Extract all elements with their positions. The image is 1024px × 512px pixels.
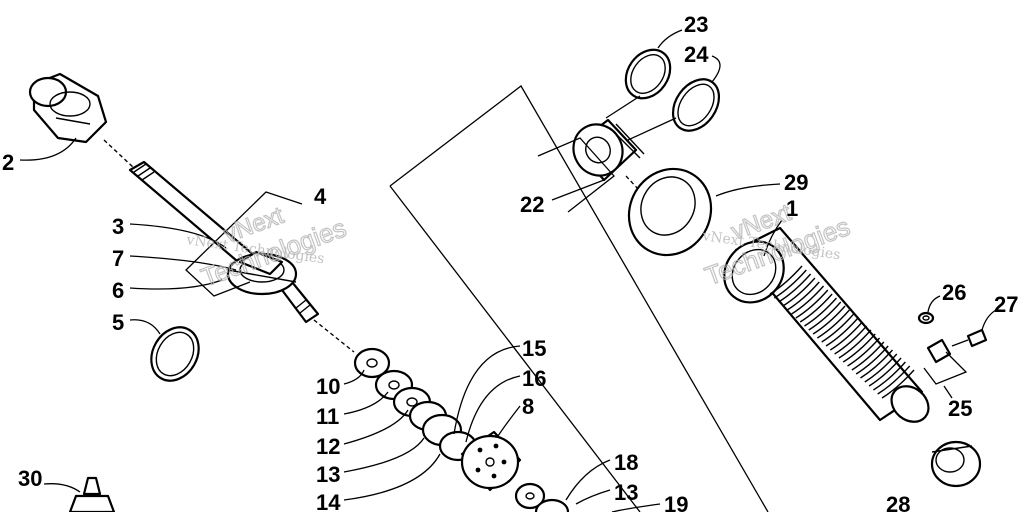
spring-coil-line [825,317,859,347]
spring-coils [769,265,915,399]
spring-coil-line [812,305,846,335]
callout-29: 29 [784,170,808,195]
callout-25: 25 [948,396,972,421]
bearing-cap-part-22 [572,118,645,182]
spring-coil-line [817,309,850,339]
callout-6: 6 [112,278,124,303]
spring-coil-line [868,357,902,387]
callout-5: 5 [112,310,124,335]
o-ring-part-5 [150,326,200,382]
spring-coil-line [881,369,915,399]
shaft-part-3 [103,139,355,353]
callout-8: 8 [522,394,534,419]
callout-15: 15 [522,336,546,361]
spring-coil-line [829,321,863,351]
screw-part-27 [951,328,988,348]
seal-ring-part-23 [624,48,672,100]
callout-27: 27 [994,292,1018,317]
callout-19: 19 [664,492,688,512]
washer-stack [353,347,478,462]
callout-11: 11 [316,404,339,429]
spring-coil-line [851,341,885,371]
spring-coil-line [860,349,893,379]
callout-7: 7 [112,246,124,271]
spring-coil-line [877,365,911,395]
callout-2: 2 [2,150,14,175]
callout-10: 10 [316,374,340,399]
spring-coil-line [782,277,816,307]
leader-lines [19,29,997,512]
spring-coil-line [855,345,889,375]
callout-1: 1 [786,196,798,221]
spring-coil-line [773,269,807,299]
spring-coil-line [847,337,881,367]
spring-coil-line [791,285,825,315]
bleed-valve-part-26 [917,311,952,364]
spring-coil-line [799,293,833,323]
callout-24: 24 [684,42,709,67]
group-bracket-line-lower [389,185,641,512]
spring-coil-line [873,361,906,391]
spring-coil-line [864,353,898,383]
callout-13-lower: 13 [614,480,638,505]
callout-23: 23 [684,12,708,37]
valve-piston-part-8 [460,430,522,492]
spring-coil-line [769,265,803,295]
eyelet-mount-part-2 [28,72,108,144]
grease-fitting-part-30 [68,476,116,512]
spring-coil-line [804,297,837,327]
callout-30: 30 [18,466,42,491]
callout-28: 28 [886,492,910,512]
callout-14: 14 [316,490,341,512]
spring-coil-line [838,329,872,359]
spring-coil-line [834,325,868,355]
callout-3: 3 [112,214,124,239]
shock-body-part-1 [723,226,930,423]
spring-coil-line [778,273,812,303]
lower-washers [514,482,570,512]
group-bracket-line [389,85,769,512]
reservoir-ring-part-29 [627,167,713,257]
spring-coil-line [808,301,842,331]
callout-13: 13 [316,462,340,487]
spring-coil-line [842,333,876,363]
callout-26: 26 [942,280,966,305]
spring-coil-line [786,281,820,311]
callout-12: 12 [316,434,340,459]
callout-18: 18 [614,450,638,475]
callout-22: 22 [520,192,544,217]
leader-4 [185,191,303,297]
callout-16: 16 [522,366,546,391]
callout-4: 4 [314,184,327,209]
callout-labels: 1 2 3 4 5 6 7 8 10 11 12 13 13 14 15 16 … [2,12,1018,512]
seal-ring-part-24 [671,78,721,132]
spring-coil-line [821,313,855,343]
spring-coil-line [795,289,829,319]
bushing-part-28 [930,440,982,488]
